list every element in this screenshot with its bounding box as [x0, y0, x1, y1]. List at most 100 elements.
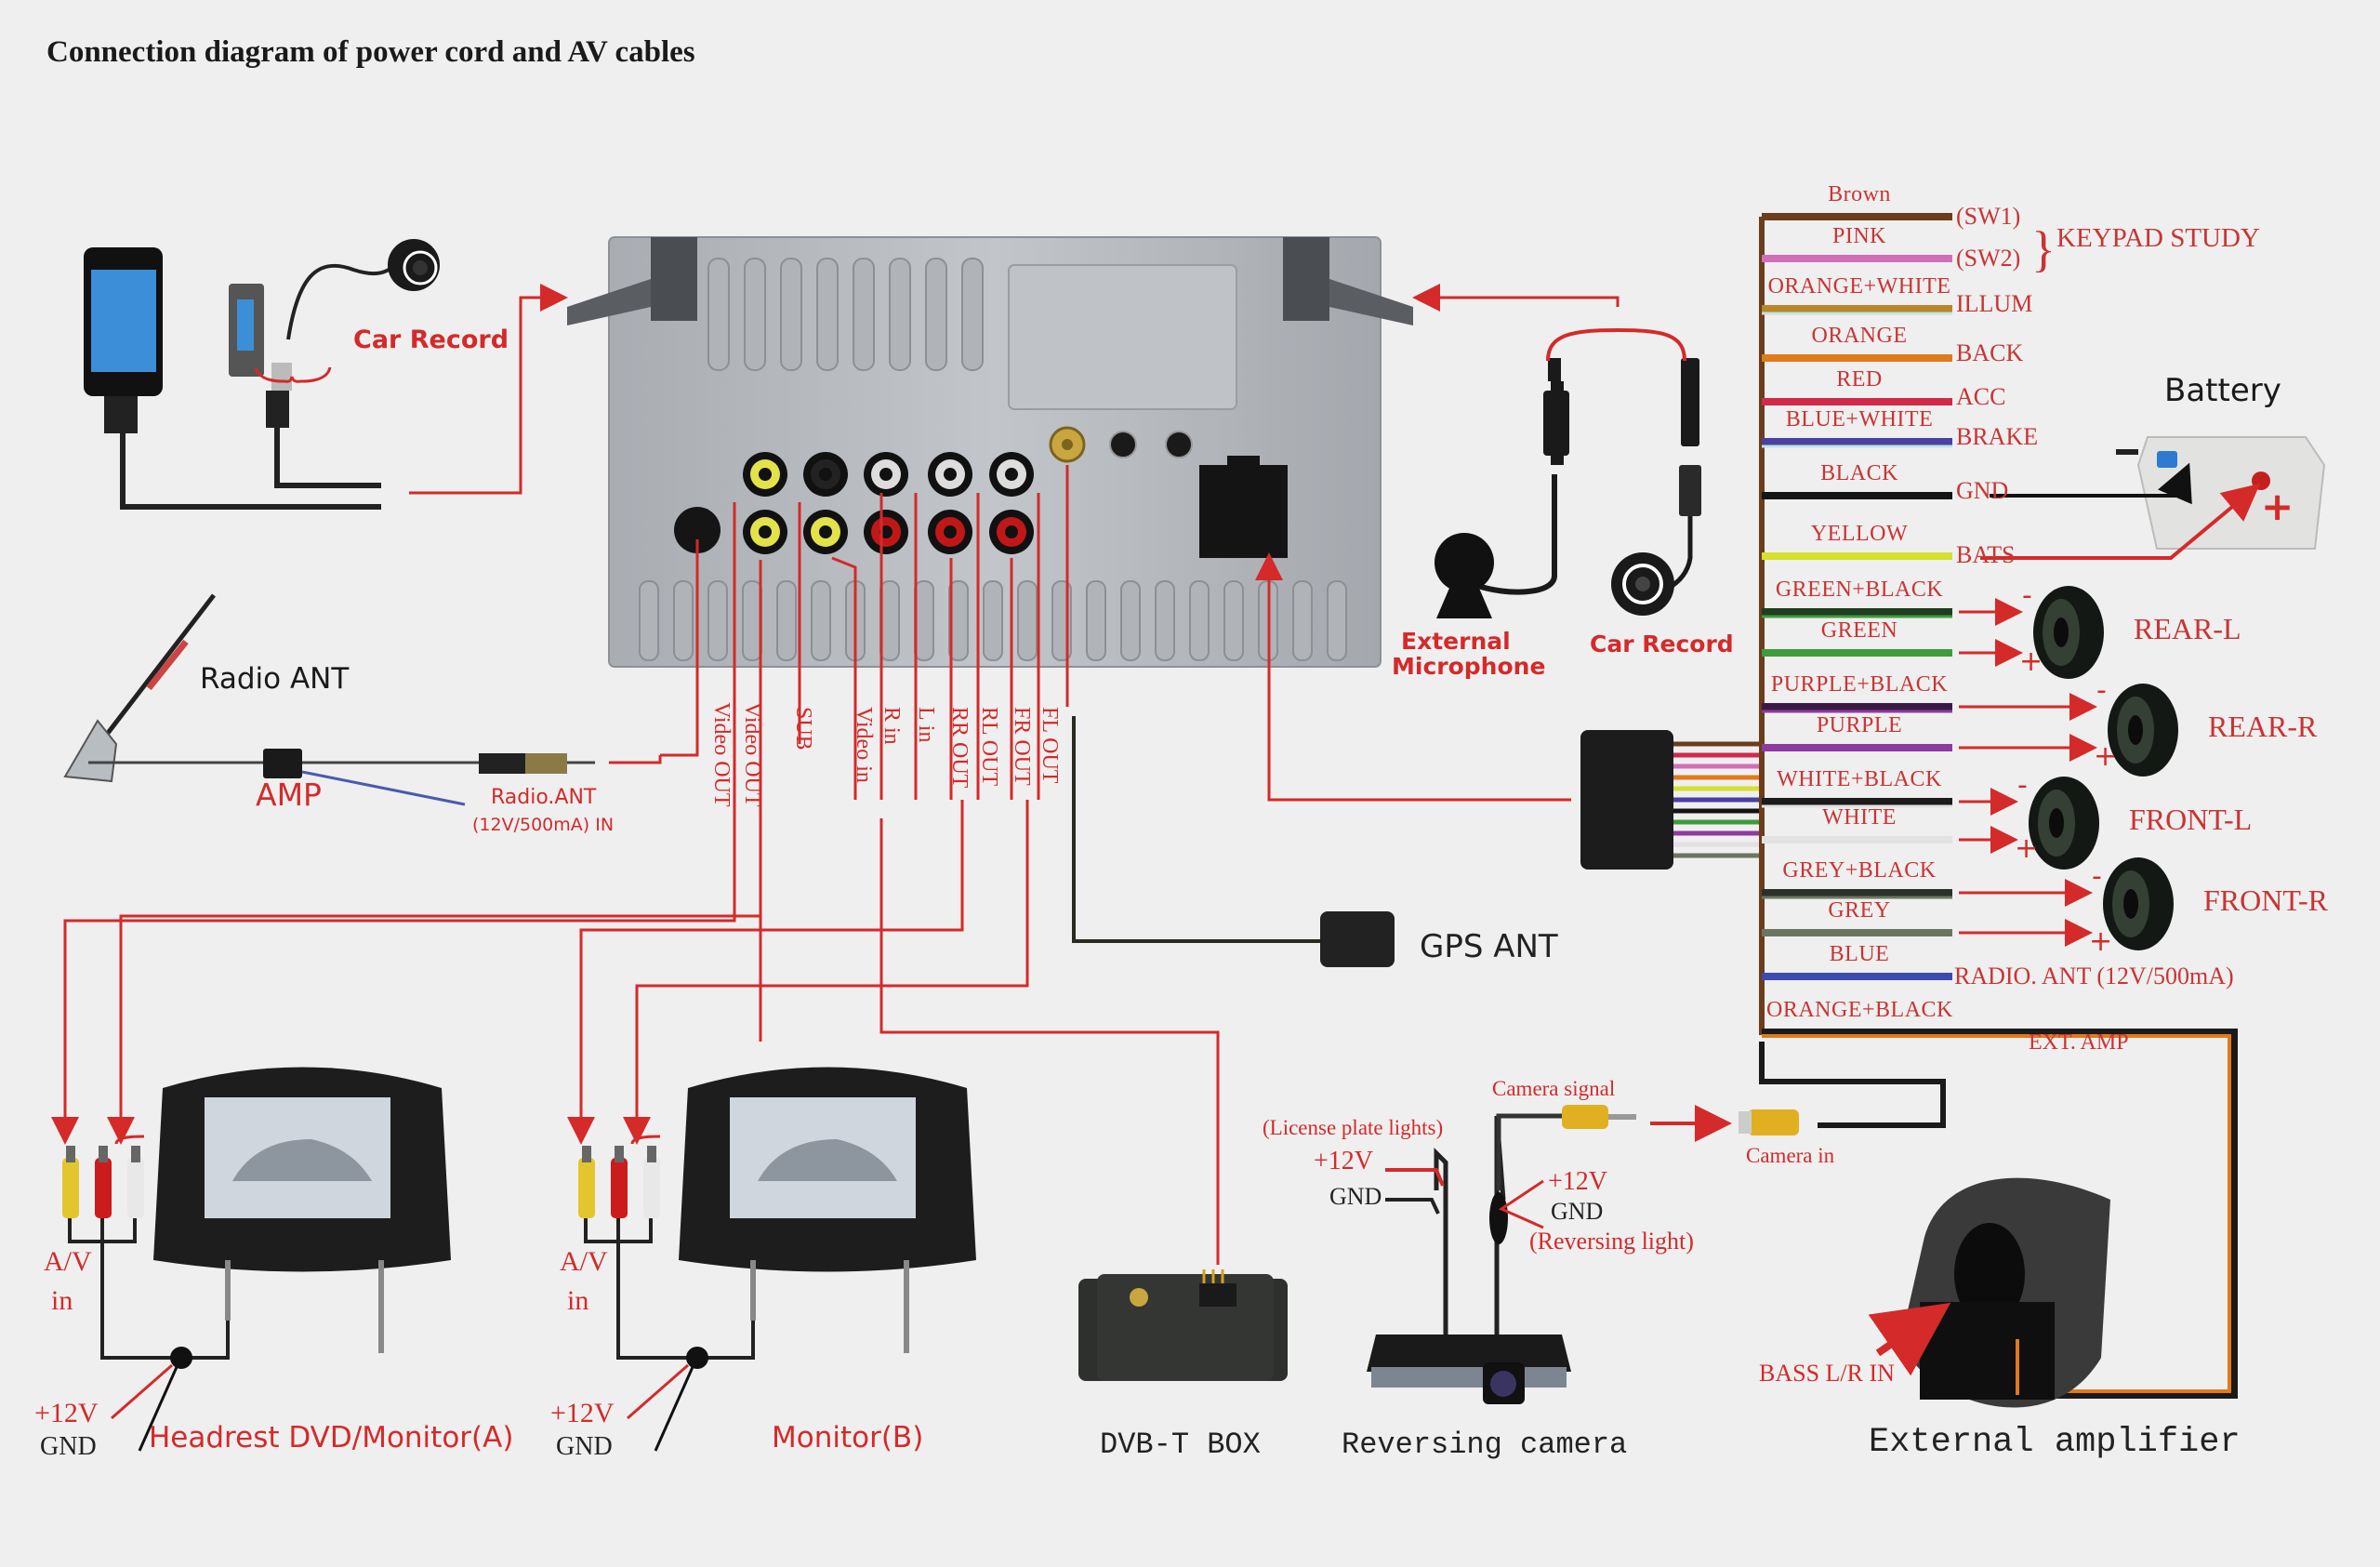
plus12v-label: +12V	[550, 1398, 615, 1428]
wire-color-label: GREEN+BLACK	[1775, 578, 1944, 602]
port-label-5: L in	[914, 707, 938, 743]
rca-jack	[743, 452, 787, 497]
speaker-label: REAR-L	[2134, 612, 2241, 645]
headrest-monitor-icon	[578, 1067, 976, 1452]
speaker-icon	[1959, 586, 2104, 679]
lp-plus12v-label: +12V	[1314, 1147, 1374, 1175]
wire-color-label: BLUE	[1829, 942, 1890, 966]
wire-function-label: (SW2)	[1956, 245, 2021, 272]
gnd-label: GND	[556, 1432, 613, 1461]
gnd-label: GND	[40, 1432, 97, 1461]
speaker-plus-sign: +	[2019, 645, 2043, 678]
wire-color-label: BLUE+WHITE	[1785, 407, 1934, 432]
battery-plus-sign: +	[2261, 484, 2294, 529]
wire-color-label: GREY	[1828, 898, 1891, 923]
battery-icon	[1980, 436, 2326, 560]
port-leader-lines	[51, 284, 1620, 1265]
wire-color-label: PURPLE+BLACK	[1770, 672, 1949, 697]
wire-color-label: ORANGE+BLACK	[1766, 998, 1953, 1022]
av-in-label-2: in	[51, 1285, 73, 1316]
monitor-caption: Headrest DVD/Monitor(A)	[149, 1421, 514, 1454]
radio-ant-function-label: RADIO. ANT (12V/500mA)	[1954, 963, 2234, 989]
wire-color-label: Brown	[1828, 182, 1891, 206]
rca-jack	[989, 452, 1034, 497]
rca-jack	[928, 452, 972, 497]
wire-function-label: BACK	[1956, 339, 2024, 366]
speaker-icon	[1959, 857, 2174, 950]
rca-jack	[928, 510, 972, 554]
speaker-plus-sign: +	[2089, 925, 2113, 958]
keypad-study-label: KEYPAD STUDY	[2056, 223, 2260, 253]
lp-gnd-label: GND	[1329, 1183, 1382, 1210]
wire-function-label: GND	[1956, 477, 2009, 504]
car-record-label-left: Car Record	[353, 325, 509, 354]
headrest-monitor-icon	[62, 1067, 451, 1452]
keypad-brace: }	[2031, 221, 2056, 277]
port-label-2: SUB	[791, 707, 815, 750]
speaker-minus-sign: -	[2092, 860, 2102, 893]
reversing-camera-caption: Reversing camera	[1342, 1428, 1628, 1462]
rca-jack	[803, 510, 848, 554]
speaker-label: FRONT-L	[2129, 803, 2253, 836]
port-label-1: Video OUT	[740, 702, 764, 807]
bass-lr-in-label: BASS L/R IN	[1759, 1360, 1895, 1387]
monitor-caption: Monitor(B)	[772, 1421, 924, 1454]
wire-color-label: GREY+BLACK	[1782, 858, 1937, 883]
wire-color-label: ORANGE	[1811, 324, 1908, 348]
wire-color-label: WHITE+BLACK	[1777, 767, 1942, 791]
wire-color-label: BLACK	[1820, 461, 1898, 485]
av-in-label-2: in	[567, 1285, 589, 1316]
external-amplifier-icon	[1868, 1177, 2110, 1408]
page-title: Connection diagram of power cord and AV …	[46, 35, 695, 69]
car-record-label-right: Car Record	[1590, 631, 1734, 657]
plus12v-label: +12V	[34, 1398, 99, 1428]
speaker-icon	[1959, 684, 2178, 777]
wire-color-label: YELLOW	[1810, 522, 1909, 546]
webcam-icon	[286, 239, 440, 340]
battery-label: Battery	[2164, 372, 2281, 409]
external-amplifier-caption: External amplifier	[1869, 1423, 2241, 1462]
wire-function-label: ACC	[1956, 383, 2006, 410]
external-microphone-label: External Microphone	[1392, 628, 1546, 680]
bracket-icon	[1546, 327, 1686, 362]
speaker-label: REAR-R	[2208, 710, 2318, 743]
wire-color-label: ORANGE+WHITE	[1767, 274, 1951, 299]
car-record-camera-icon	[1611, 358, 1701, 616]
ext-amp-label: EXT. AMP	[2029, 1030, 2129, 1055]
radio-antenna-icon	[63, 593, 595, 806]
port-label-4: R in	[879, 707, 904, 745]
wire-function-label: ILLUM	[1956, 290, 2033, 317]
port-label-9: FL OUT	[1038, 707, 1062, 784]
wire-harness	[1580, 213, 2238, 1399]
gps-ant-label: GPS ANT	[1420, 928, 1558, 965]
port-label-6: RR OUT	[947, 707, 972, 789]
speaker-label: FRONT-R	[2203, 883, 2328, 917]
rca-jack	[864, 510, 908, 554]
head-unit-back-panel	[567, 236, 1413, 668]
radio-ant-in-label: Radio.ANT	[491, 786, 597, 809]
rca-jack	[803, 452, 848, 497]
rev-plus12v-label: +12V	[1548, 1167, 1608, 1196]
speaker-icon	[1959, 777, 2099, 870]
wire-color-label: WHITE	[1822, 805, 1897, 830]
wire-color-label: PINK	[1831, 224, 1886, 248]
reversing-light-label: (Reversing light)	[1529, 1228, 1694, 1255]
speaker-plus-sign: +	[2094, 740, 2118, 773]
wire-color-label: PURPLE	[1816, 713, 1903, 737]
port-label-3: Video in	[852, 707, 876, 783]
wire-function-label: BATS	[1956, 541, 2016, 568]
rca-jack	[743, 510, 787, 554]
dvbt-box-icon	[1078, 1269, 1288, 1381]
speaker-minus-sign: -	[2096, 674, 2107, 707]
wire-function-label: (SW1)	[1956, 203, 2021, 230]
speaker-minus-sign: -	[2017, 769, 2028, 802]
rca-jack	[864, 452, 908, 497]
wire-function-label: BRAKE	[1956, 423, 2039, 450]
dvbt-caption: DVB-T BOX	[1100, 1428, 1261, 1462]
rev-gnd-label: GND	[1551, 1198, 1604, 1225]
wire-color-label: GREEN	[1820, 618, 1898, 643]
radio-antenna-label: Radio ANT	[200, 662, 350, 696]
ipod-icon	[84, 247, 381, 510]
rca-jack	[989, 510, 1034, 554]
